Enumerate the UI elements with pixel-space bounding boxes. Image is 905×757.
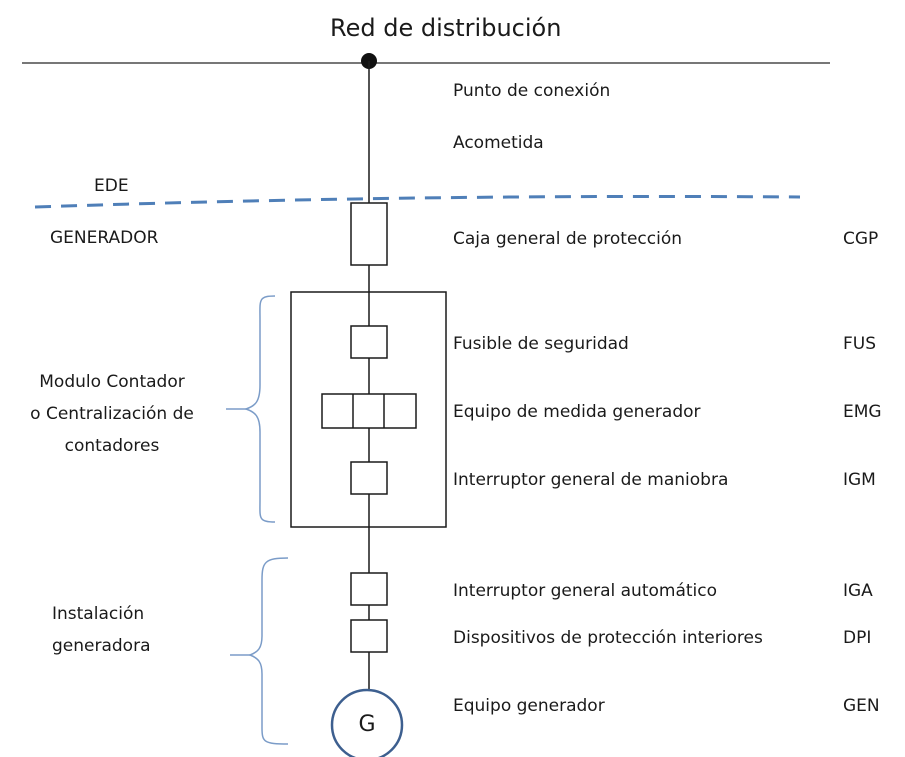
component-code-fus: FUS	[843, 334, 877, 354]
label-instalacion-line2: generadora	[52, 636, 151, 656]
label-instalacion-line1: Instalación	[52, 604, 145, 624]
component-name-iga: Interruptor general automático	[453, 581, 718, 601]
component-name-igm: Interruptor general de maniobra	[453, 470, 729, 490]
meter-module-enclosure	[290, 291, 447, 528]
iga-box	[350, 572, 388, 606]
installation-bracket	[247, 557, 289, 745]
label-ede: EDE	[94, 176, 129, 196]
dpi-box	[350, 619, 388, 653]
label-modulo-line1: Modulo Contador	[39, 372, 185, 392]
label-acometida: Acometida	[453, 133, 544, 153]
label-punto-conexion: Punto de conexión	[453, 81, 611, 101]
ede-boundary-dashed-line	[34, 194, 801, 209]
component-code-dpi: DPI	[843, 628, 872, 648]
component-name-cgp: Caja general de protección	[453, 229, 683, 249]
component-code-igm: IGM	[843, 470, 876, 490]
component-name-fus: Fusible de seguridad	[453, 334, 629, 354]
label-generador: GENERADOR	[50, 228, 159, 248]
component-code-emg: EMG	[843, 402, 882, 422]
component-code-cgp: CGP	[843, 229, 879, 249]
cgp-box	[350, 202, 388, 266]
label-modulo-line2: o Centralización de	[30, 404, 194, 424]
igm-box	[350, 461, 388, 495]
component-code-iga: IGA	[843, 581, 873, 601]
label-modulo-line3: contadores	[64, 436, 160, 456]
diagram-title: Red de distribución	[330, 14, 562, 42]
fus-box	[350, 325, 388, 359]
generator-symbol-label: G	[358, 712, 376, 737]
emg-box	[321, 393, 417, 429]
component-name-emg: Equipo de medida generador	[453, 402, 701, 422]
component-name-gen: Equipo generador	[453, 696, 605, 716]
component-name-dpi: Dispositivos de protección interiores	[453, 628, 763, 648]
meter-module-bracket	[243, 295, 276, 523]
component-code-gen: GEN	[843, 696, 880, 716]
generator-circle	[330, 688, 404, 757]
